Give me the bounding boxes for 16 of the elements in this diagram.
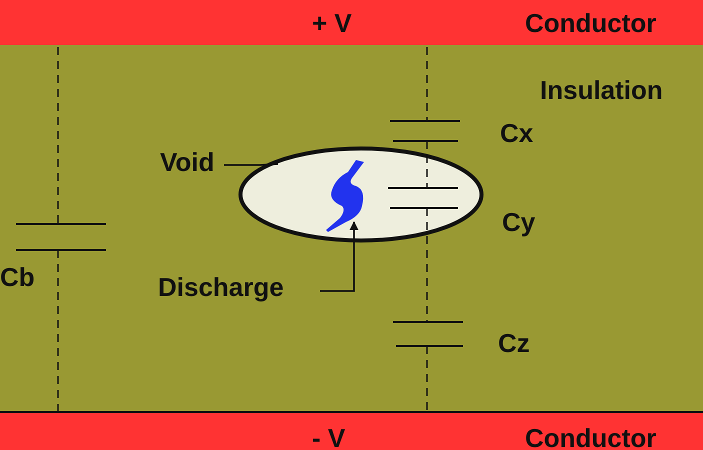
conductor-band [0,411,703,450]
insulation-band [0,45,703,413]
callout-text: Void [160,149,214,175]
voltage-label: - V [312,425,346,450]
capacitance-label: Cb [0,264,35,290]
band-title: Conductor [525,425,656,450]
band-title: Insulation [540,77,663,103]
leader-line [224,163,278,166]
capacitance-label: Cy [502,209,536,235]
capacitance-label: Cz [498,330,530,356]
leader-line [320,221,358,292]
callout-text: Discharge [158,274,284,300]
capacitance-label: Cx [500,120,534,146]
voltage-label: + V [312,10,352,36]
conductor-band [0,0,703,47]
band-title: Conductor [525,10,656,36]
